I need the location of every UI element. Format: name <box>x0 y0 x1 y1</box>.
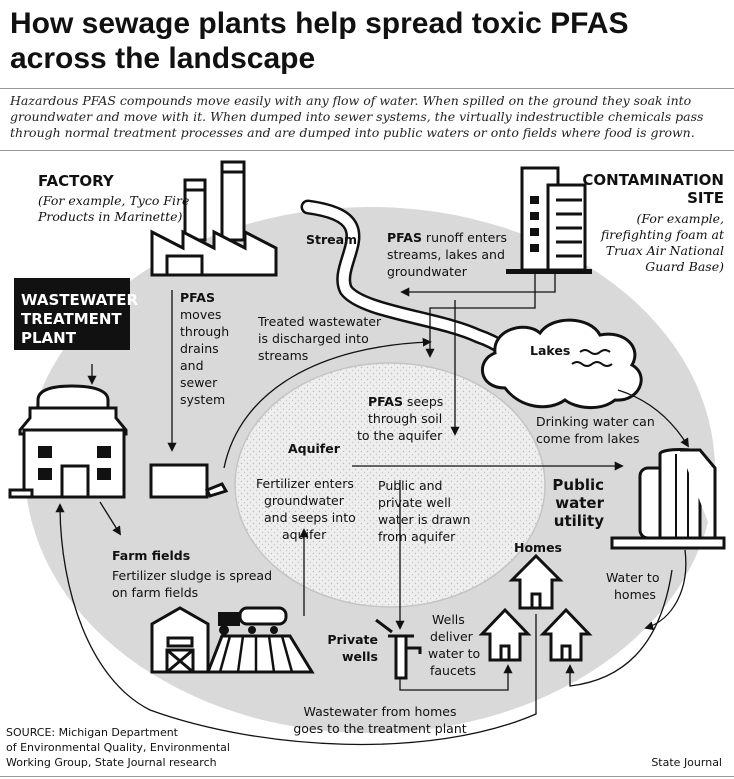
house-icon <box>478 607 532 662</box>
factory-example: Products in Marinette) <box>37 209 183 224</box>
sludge-note: Fertilizer sludge is spread <box>112 568 272 583</box>
runoff-note: PFAS runoff enters <box>387 230 507 245</box>
treated-note: is discharged into <box>258 331 369 346</box>
drains-note: moves <box>180 307 221 322</box>
treated-note: streams <box>258 348 308 363</box>
water-homes-note: homes <box>614 587 656 602</box>
drinking-note: come from lakes <box>536 431 640 446</box>
wells-deliver-note: water to <box>428 646 480 661</box>
well-pump-icon <box>375 618 422 680</box>
treated-note: Treated wastewater <box>257 314 382 329</box>
utility-label: Public <box>552 476 604 494</box>
treatment-plant-heading: WASTEWATER <box>21 291 139 309</box>
water-homes-note: Water to <box>606 570 659 585</box>
well-water-note: Public and <box>378 478 442 493</box>
factory-icon <box>150 160 278 277</box>
private-wells-label: Private <box>327 632 378 647</box>
fertilizer-note: Fertilizer enters <box>256 476 354 491</box>
farm-fields-label: Farm fields <box>112 548 190 563</box>
well-water-note: water is drawn <box>378 512 470 527</box>
lake-icon <box>480 318 643 409</box>
house-icon <box>508 553 564 610</box>
divider <box>0 150 734 151</box>
well-water-note: private well <box>378 495 451 510</box>
tractor-icon <box>218 606 288 635</box>
well-water-note: from aquifer <box>378 529 456 544</box>
intro-text: Hazardous PFAS compounds move easily wit… <box>10 93 704 140</box>
drains-note: and <box>180 358 204 373</box>
farm-field-icon <box>205 634 315 674</box>
drains-note: drains <box>180 341 219 356</box>
contamination-site-example: (For example, <box>637 211 724 226</box>
page-title: How sewage plants help spread toxic PFAS… <box>10 7 629 75</box>
aquifer-area <box>234 362 546 608</box>
source-note: of Environmental Quality, Environmental <box>6 741 230 754</box>
drains-note: PFAS <box>180 290 215 305</box>
stream-label: Stream <box>306 232 357 247</box>
source-note: Working Group, State Journal research <box>6 756 217 769</box>
barn-icon <box>150 606 210 674</box>
seeps-note: PFAS seeps <box>368 394 443 409</box>
fertilizer-note: groundwater <box>264 493 345 508</box>
wastewater-homes-note: goes to the treatment plant <box>293 721 466 736</box>
contamination-site-example: firefighting foam at <box>600 227 725 242</box>
homes-label: Homes <box>514 540 562 555</box>
contamination-site-heading: CONTAMINATION <box>582 171 724 189</box>
fertilizer-note: and seeps into <box>264 510 356 525</box>
runoff-note: groundwater <box>387 264 468 279</box>
wells-deliver-note: faucets <box>430 663 476 678</box>
wells-deliver-note: Wells <box>432 612 465 627</box>
factory-example: (For example, Tyco Fire <box>38 193 189 208</box>
source-note: SOURCE: Michigan Department <box>6 726 179 739</box>
seeps-note: through soil <box>368 411 442 426</box>
water-utility-icon <box>610 448 726 550</box>
utility-label: water <box>555 494 604 512</box>
pfas-diagram: FACTORY (For example, Tyco Fire Products… <box>6 160 726 769</box>
divider <box>0 776 734 777</box>
wells-deliver-note: deliver <box>430 629 474 644</box>
lakes-label: Lakes <box>530 343 570 358</box>
house-icon <box>539 607 593 662</box>
drains-note: system <box>180 392 225 407</box>
sludge-note: on farm fields <box>112 585 198 600</box>
fertilizer-note: aquifer <box>282 527 327 542</box>
drinking-note: Drinking water can <box>536 414 655 429</box>
contamination-site-example: Guard Base) <box>645 259 724 274</box>
runoff-note: streams, lakes and <box>387 247 505 262</box>
divider <box>0 88 734 89</box>
credit-label: State Journal <box>651 756 722 769</box>
contamination-site-icon <box>506 166 592 274</box>
wastewater-homes-note: Wastewater from homes <box>304 704 457 719</box>
treatment-plant-heading: PLANT <box>21 329 77 347</box>
seeps-note: to the aquifer <box>357 428 443 443</box>
utility-label: utility <box>554 512 604 530</box>
treatment-plant-icon <box>8 278 229 499</box>
treatment-plant-heading: TREATMENT <box>21 310 122 328</box>
contamination-site-example: Truax Air National <box>606 243 724 258</box>
aquifer-label: Aquifer <box>288 441 341 456</box>
drains-note: through <box>180 324 229 339</box>
contamination-site-heading: SITE <box>687 189 724 207</box>
drains-note: sewer <box>180 375 218 390</box>
factory-heading: FACTORY <box>38 172 115 190</box>
private-wells-label: wells <box>342 649 378 664</box>
